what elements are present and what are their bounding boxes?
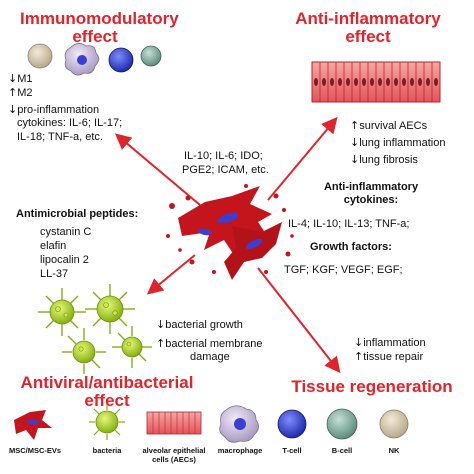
- antimicrobial-title: Antimicrobial peptides:: [16, 208, 139, 220]
- arrow-to-tissue-regeneration: [257, 267, 341, 374]
- nk-cell-icon: [27, 43, 53, 69]
- msc-cell-icon: [14, 410, 52, 440]
- growth-factors-title: Growth factors:: [310, 241, 392, 253]
- effect-m2-label: M2: [17, 87, 33, 99]
- effect-m1-label: M1: [17, 73, 33, 85]
- effect-pro-inflammation-label: pro-inflammation: [17, 104, 100, 116]
- heading-anti-inflammatory: Anti-inflammatory effect: [288, 10, 448, 46]
- heading-immunomodulatory-line1: Immunomodulatory: [20, 9, 179, 28]
- down-arrow-icon: ↓: [156, 318, 166, 331]
- heading-tissue-regeneration: Tissue regeneration: [291, 377, 453, 396]
- heading-antiviral-line1: Antiviral/antibacterial: [20, 373, 194, 392]
- heading-antiviral-line2: effect: [84, 391, 130, 410]
- effect-bacterial-membrane-label: bacterial membrane: [165, 338, 263, 350]
- center-factors-line1: IL-10; IL-6; IDO;: [184, 150, 263, 162]
- heading-anti-inflammatory-line1: Anti-inflammatory: [295, 9, 441, 28]
- effect-cytokines-line2: IL-18; TNF-a, etc.: [17, 131, 103, 143]
- epithelium-icon: [311, 61, 441, 103]
- growth-factors-list: TGF; KGF; VEGF; EGF;: [284, 264, 403, 276]
- legend-icons: [14, 404, 409, 443]
- up-arrow-icon: ↑: [354, 350, 364, 363]
- arrow-to-antiviral: [146, 254, 196, 295]
- effect-tissue-repair: ↑tissue repair: [354, 350, 423, 364]
- effect-survival-aecs: ↑survival AECs: [350, 119, 427, 133]
- effect-pro-inflammation: ↓pro-inflammation: [8, 103, 99, 117]
- heading-immunomodulatory: Immunomodulatory effect: [20, 9, 179, 46]
- legend-label-macrophage: macrophage: [217, 446, 263, 455]
- down-arrow-icon: ↓: [350, 136, 360, 149]
- arrow-to-anti-inflammatory: [267, 116, 338, 201]
- bacteria-cluster: [38, 284, 152, 374]
- effect-bacterial-growth: ↓bacterial growth: [156, 318, 243, 332]
- down-arrow-icon: ↓: [354, 336, 364, 349]
- effect-bacterial-membrane: ↑bacterial membrane: [156, 337, 262, 351]
- legend-label-msc: MSC/MSC-EVs: [8, 446, 62, 455]
- down-arrow-icon: ↓: [8, 72, 18, 85]
- b-cell-icon: [108, 47, 134, 73]
- t-cell-icon: [140, 45, 162, 67]
- antimicrobial-item: elafin: [40, 240, 67, 252]
- cytokines-list: IL-4; IL-10; IL-13; TNF-a;: [288, 218, 410, 230]
- t-cell-icon: [277, 409, 307, 439]
- effect-bacterial-growth-label: bacterial growth: [165, 319, 243, 331]
- up-arrow-icon: ↑: [350, 119, 360, 132]
- nk-cell-icon: [379, 409, 409, 439]
- heading-immunomodulatory-line2: effect: [72, 27, 118, 46]
- effect-lung-inflammation-label: lung inflammation: [359, 137, 446, 149]
- effect-lung-fibrosis: ↓lung fibrosis: [350, 153, 418, 167]
- legend-label-aec-line2: cells (AECs): [152, 455, 196, 464]
- antimicrobial-item: lipocalin 2: [40, 254, 89, 266]
- legend-label-b-cell: B-cell: [331, 446, 353, 455]
- up-arrow-icon: ↑: [156, 337, 166, 350]
- effect-cytokines-line1: cytokines: IL-6; IL-17;: [17, 117, 123, 129]
- effect-m2: ↑M2: [8, 86, 33, 100]
- effect-bacterial-membrane-damage: damage: [190, 351, 230, 363]
- legend-label-aec-line1: alveolar epithelial: [142, 446, 206, 455]
- arrow-to-immunomodulatory: [114, 133, 201, 206]
- msc-cluster: [166, 184, 294, 280]
- effect-tissue-repair-label: tissue repair: [363, 351, 424, 363]
- heading-antiviral: Antiviral/antibacterial effect: [12, 374, 202, 410]
- macrophage-icon: [219, 405, 259, 443]
- down-arrow-icon: ↓: [350, 153, 360, 166]
- legend-label-nk: NK: [388, 446, 400, 455]
- heading-anti-inflammatory-line2: effect: [345, 27, 391, 46]
- effect-inflammation: ↓inflammation: [354, 336, 426, 350]
- effect-lung-inflammation: ↓lung inflammation: [350, 136, 445, 150]
- antimicrobial-item: LL-37: [40, 268, 69, 280]
- bacteria-icon: [89, 404, 125, 440]
- legend-label-t-cell: T-cell: [282, 446, 302, 455]
- up-arrow-icon: ↑: [8, 86, 18, 99]
- epithelium-icon: [146, 411, 202, 435]
- center-factors-line2: PGE2; ICAM, etc.: [182, 164, 269, 176]
- effect-inflammation-label: inflammation: [363, 337, 426, 349]
- effect-lung-fibrosis-label: lung fibrosis: [359, 154, 418, 166]
- cytokines-title-line1: Anti-inflammatory: [323, 181, 419, 193]
- legend-label-bacteria: bacteria: [92, 446, 122, 455]
- immune-cells-group: [27, 43, 162, 76]
- cytokines-title-line2: cytokines:: [343, 194, 399, 206]
- down-arrow-icon: ↓: [8, 103, 18, 116]
- effect-survival-aecs-label: survival AECs: [359, 120, 428, 132]
- b-cell-icon: [326, 408, 358, 440]
- antimicrobial-item: cystanin C: [40, 226, 92, 238]
- effect-m1: ↓M1: [8, 72, 33, 86]
